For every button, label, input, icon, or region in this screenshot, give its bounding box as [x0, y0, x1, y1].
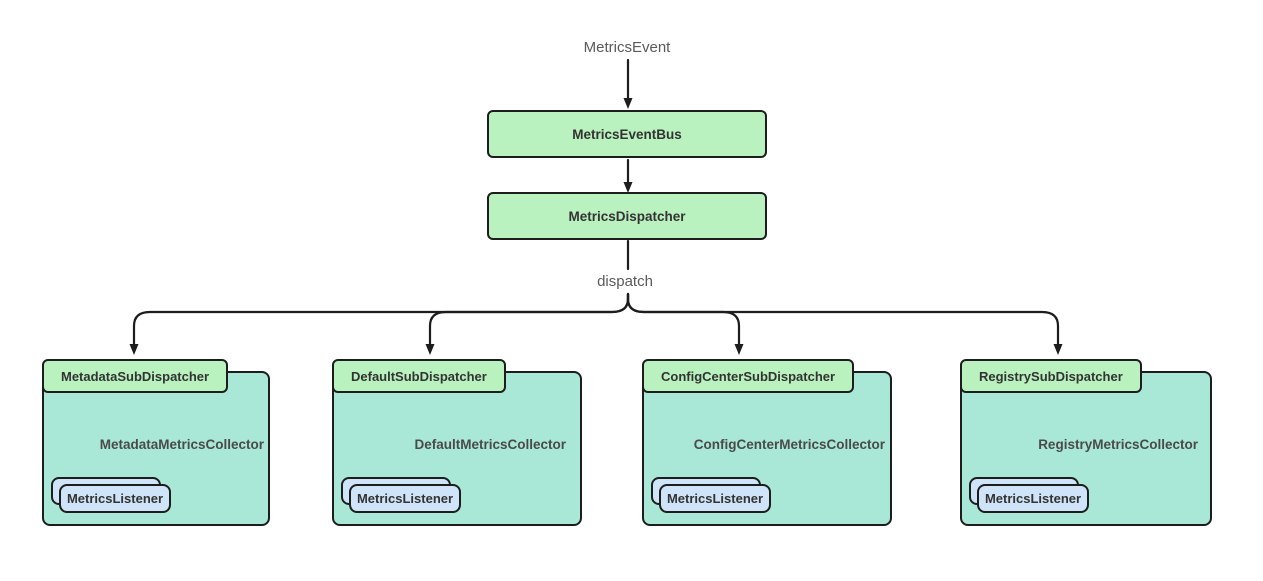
node-metadata-sub-dispatcher: MetadataSubDispatcher — [42, 359, 229, 393]
default-metrics-collector-label: DefaultMetricsCollector — [414, 437, 566, 452]
config-center-metrics-collector-label: ConfigCenterMetricsCollector — [693, 437, 885, 452]
config-center-listener-stack: MetricsListener — [651, 477, 781, 517]
metrics-event-label: MetricsEvent — [583, 39, 671, 56]
node-metrics-listener: MetricsListener — [659, 484, 771, 513]
node-metrics-listener: MetricsListener — [977, 484, 1089, 513]
node-config-center-sub-dispatcher: ConfigCenterSubDispatcher — [642, 359, 855, 393]
node-metrics-listener: MetricsListener — [349, 484, 461, 513]
group-metadata: MetadataSubDispatcher MetadataMetricsCol… — [40, 357, 272, 529]
group-config-center: ConfigCenterSubDispatcher ConfigCenterMe… — [640, 357, 894, 529]
default-listener-stack: MetricsListener — [341, 477, 471, 517]
node-registry-sub-dispatcher: RegistrySubDispatcher — [960, 359, 1142, 393]
edge-dispatch-to-metadata — [129, 292, 630, 355]
node-metrics-event-bus: MetricsEventBus — [487, 110, 767, 158]
node-metrics-listener: MetricsListener — [59, 484, 171, 513]
metadata-metrics-collector-label: MetadataMetricsCollector — [99, 437, 264, 452]
edge-dispatch-to-default — [425, 292, 630, 355]
dispatch-edge-label: dispatch — [597, 273, 653, 290]
group-default: DefaultSubDispatcher DefaultMetricsColle… — [330, 357, 584, 529]
metadata-listener-stack: MetricsListener — [51, 477, 181, 517]
group-registry: RegistrySubDispatcher RegistryMetricsCol… — [958, 357, 1214, 529]
edge-dispatch-to-config-center — [626, 292, 744, 355]
registry-listener-stack: MetricsListener — [969, 477, 1099, 517]
node-default-sub-dispatcher: DefaultSubDispatcher — [332, 359, 506, 393]
registry-metrics-collector-label: RegistryMetricsCollector — [1038, 437, 1198, 452]
node-metrics-dispatcher: MetricsDispatcher — [487, 192, 767, 240]
edge-dispatch-to-registry — [626, 292, 1063, 355]
